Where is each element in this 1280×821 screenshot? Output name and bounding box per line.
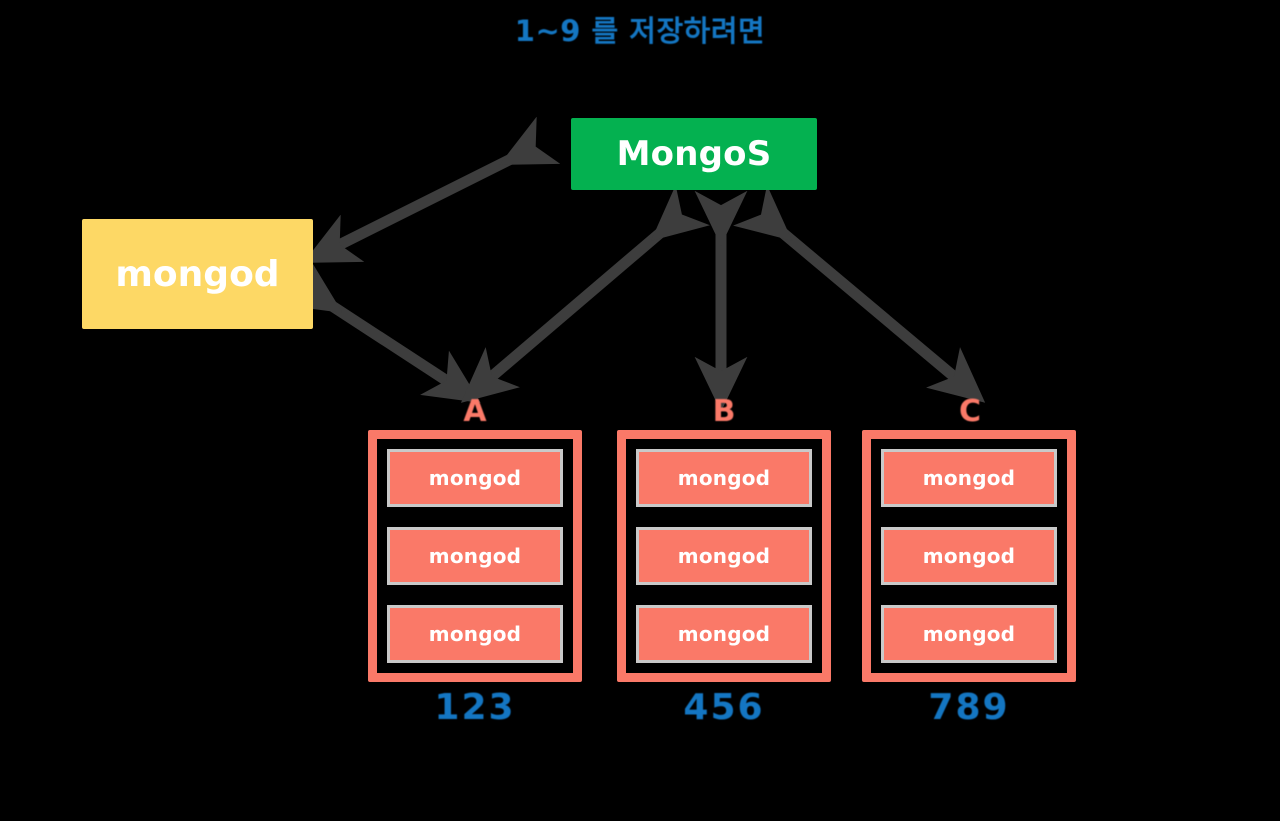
shard-c-node-2[interactable]: mongod bbox=[881, 527, 1057, 585]
node-label: mongod bbox=[428, 544, 522, 568]
shard-label-c: C bbox=[958, 394, 982, 429]
shard-data-range-a: 123 bbox=[434, 687, 516, 728]
shard-label-b: B bbox=[712, 394, 736, 429]
shard-c-node-1[interactable]: mongod bbox=[881, 449, 1057, 507]
shard-group-b[interactable]: mongod mongod mongod bbox=[617, 430, 831, 682]
shard-b-node-list: mongod mongod mongod bbox=[636, 449, 812, 663]
shard-group-a[interactable]: mongod mongod mongod bbox=[368, 430, 582, 682]
shard-data-range-b: 456 bbox=[683, 687, 765, 728]
connector-standalone-shard-a bbox=[282, 260, 481, 403]
shard-a-node-1[interactable]: mongod bbox=[387, 449, 563, 507]
mongos-label: MongoS bbox=[616, 134, 772, 174]
shard-a-node-2[interactable]: mongod bbox=[387, 527, 563, 585]
shard-c-node-list: mongod mongod mongod bbox=[881, 449, 1057, 663]
shard-a-node-list: mongod mongod mongod bbox=[387, 449, 563, 663]
page-title: 1~9 를 저장하려면 bbox=[514, 14, 766, 48]
node-label: mongod bbox=[677, 466, 771, 490]
shard-b-node-2[interactable]: mongod bbox=[636, 527, 812, 585]
shard-data-range-c: 789 bbox=[928, 687, 1010, 728]
node-label: mongod bbox=[677, 544, 771, 568]
connector-mongos-shard-a bbox=[460, 185, 710, 403]
node-label: mongod bbox=[428, 622, 522, 646]
standalone-mongod-label: mongod bbox=[115, 253, 280, 295]
node-label: mongod bbox=[922, 466, 1016, 490]
shard-b-node-1[interactable]: mongod bbox=[636, 449, 812, 507]
node-label: mongod bbox=[677, 622, 771, 646]
standalone-mongod-node[interactable]: mongod bbox=[82, 219, 313, 329]
connector-mongos-standalone bbox=[303, 116, 561, 263]
shard-label-a: A bbox=[463, 394, 487, 429]
shard-b-node-3[interactable]: mongod bbox=[636, 605, 812, 663]
shard-c-node-3[interactable]: mongod bbox=[881, 605, 1057, 663]
node-label: mongod bbox=[428, 466, 522, 490]
shard-a-node-3[interactable]: mongod bbox=[387, 605, 563, 663]
mongos-node[interactable]: MongoS bbox=[571, 118, 817, 190]
node-label: mongod bbox=[922, 544, 1016, 568]
node-label: mongod bbox=[922, 622, 1016, 646]
shard-group-c[interactable]: mongod mongod mongod bbox=[862, 430, 1076, 682]
connector-mongos-shard-c bbox=[733, 185, 986, 403]
